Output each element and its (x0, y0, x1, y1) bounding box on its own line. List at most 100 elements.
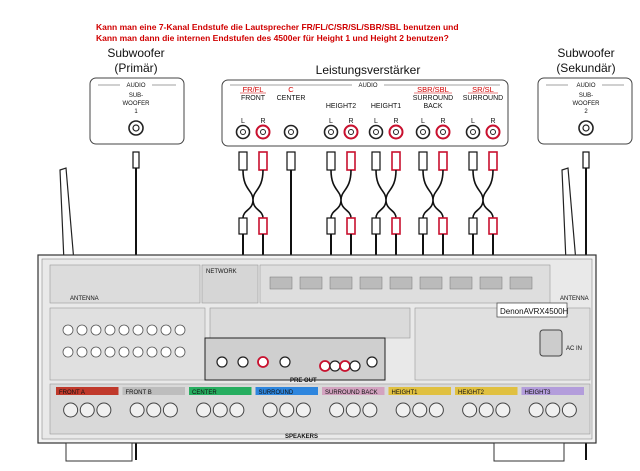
speaker-terminal (412, 402, 428, 418)
subwoofer-primary-label-3: 1 (134, 109, 138, 115)
speaker-terminal (462, 402, 478, 418)
amp-height1-r-label: R (393, 118, 398, 125)
amp-surround-back-label-2: BACK (423, 103, 442, 110)
speaker-section-label: HEIGHT2 (458, 390, 485, 396)
speaker-section-surround: SURROUND (255, 387, 318, 418)
speaker-section-height3: HEIGHT3 (521, 387, 584, 418)
ac-inlet (539, 329, 563, 357)
speaker-terminal (279, 402, 295, 418)
digital-panel (209, 307, 411, 339)
amp-surround-back-l-label: L (421, 118, 425, 125)
antenna-panel (49, 264, 201, 304)
speaker-section-center: CENTER (189, 387, 252, 418)
subwoofer-secondary: Subwoofer (Sekundär) AUDIO SUB- WOOFER 2 (537, 46, 633, 145)
speaker-terminal (478, 402, 494, 418)
speaker-terminal (329, 402, 345, 418)
speaker-terminal (63, 402, 79, 418)
speaker-section-label: HEIGHT1 (392, 390, 419, 396)
amp-group-surround-back: SBR/SBL SURROUND BACK L R (413, 85, 453, 140)
right-panel (414, 307, 591, 381)
amplifier-title: Leistungsverstärker (316, 63, 421, 77)
amp-surround-red-label: SR/SL (472, 85, 494, 94)
amplifier-audio-label: AUDIO (358, 83, 377, 89)
speaker-terminal (395, 402, 411, 418)
subwoofer-secondary-label-1: SUB- (579, 93, 593, 99)
speaker-section-surround-back: SURROUND BACK (322, 387, 385, 418)
amp-group-center: C CENTER (277, 85, 306, 140)
receiver-preout-label: PRE OUT (290, 378, 317, 384)
speaker-terminal (146, 402, 162, 418)
speaker-section-label: CENTER (192, 390, 217, 396)
amp-group-height2: HEIGHT2 L R (323, 103, 359, 140)
question-line-2: Kann man dann die internen Endstufen des… (96, 33, 449, 43)
subwoofer-primary-audio-label: AUDIO (126, 83, 145, 89)
amp-front-label: FRONT (241, 95, 266, 102)
speaker-terminal (262, 402, 278, 418)
question-line-1: Kann man eine 7-Kanal Endstufe die Lauts… (96, 22, 459, 32)
speaker-terminal (212, 402, 228, 418)
amp-center-red-label: C (288, 85, 294, 94)
receiver-ac-in-label: AC IN (566, 346, 582, 352)
receiver-network-label: NETWORK (206, 269, 237, 275)
speaker-section-label: SURROUND (259, 390, 294, 396)
speaker-terminal (561, 402, 577, 418)
speaker-terminal (295, 402, 311, 418)
amp-front-red-label: FR/FL (243, 85, 264, 94)
amp-surround-back-label-1: SURROUND (413, 95, 453, 102)
amp-surround-label: SURROUND (463, 95, 503, 102)
receiver-model-label: DenonAVRX4500H (500, 307, 569, 316)
receiver-antenna-right-label: ANTENNA (560, 296, 589, 302)
network-panel (201, 264, 259, 304)
speaker-section-height2: HEIGHT2 (455, 387, 518, 418)
analog-inputs-panel (49, 307, 206, 381)
subwoofer-primary: Subwoofer (Primär) AUDIO SUB- WOOFER 1 (89, 46, 185, 145)
subwoofer-secondary-title: Subwoofer (557, 46, 614, 60)
subwoofer-primary-jack (128, 120, 144, 136)
speaker-terminal (362, 402, 378, 418)
speaker-section-label: SURROUND BACK (325, 390, 378, 396)
speaker-terminal (129, 402, 145, 418)
subwoofer-primary-label-2: WOOFER (123, 101, 151, 107)
speaker-terminal (196, 402, 212, 418)
speaker-section-label: FRONT A (59, 390, 85, 396)
speaker-terminal (528, 402, 544, 418)
speaker-terminal-row: FRONT A FRONT B CENTER SURROUND SURROUND BAC… (49, 383, 591, 435)
speaker-terminal (495, 402, 511, 418)
amp-center-label: CENTER (277, 95, 306, 102)
receiver-antenna-left-label: ANTENNA (70, 296, 99, 302)
speaker-terminal (229, 402, 245, 418)
subwoofer-secondary-label-2: WOOFER (573, 101, 601, 107)
receiver: ANTENNA NETWORK ANTENNA PRE OUT (37, 254, 597, 462)
amp-group-front: FR/FL FRONT L R (235, 85, 271, 140)
subwoofer-primary-box (89, 77, 185, 145)
receiver-speakers-label: SPEAKERS (285, 434, 318, 440)
subwoofer-primary-label-1: SUB- (129, 93, 143, 99)
amp-height2-r-label: R (348, 118, 353, 125)
speaker-terminal (96, 402, 112, 418)
amp-height2-l-label: L (329, 118, 333, 125)
subwoofer-secondary-subtitle: (Sekundär) (556, 61, 615, 75)
subwoofer-secondary-box (537, 77, 633, 145)
speaker-section-front-a: FRONT A (56, 387, 119, 418)
speaker-terminal (545, 402, 561, 418)
amp-surround-back-r-label: R (440, 118, 445, 125)
speaker-terminal (162, 402, 178, 418)
pre-out-jacks (216, 356, 378, 372)
subwoofer-primary-title: Subwoofer (107, 46, 164, 60)
amp-height1-l-label: L (374, 118, 378, 125)
amp-height2-label: HEIGHT2 (326, 103, 356, 110)
amp-surround-back-red-label: SBR/SBL (417, 85, 449, 94)
speaker-section-label: HEIGHT3 (525, 390, 552, 396)
amp-group-height1: HEIGHT1 L R (368, 103, 404, 140)
subwoofer-secondary-jack (578, 120, 594, 136)
amp-surround-r-label: R (490, 118, 495, 125)
speaker-section-front-b: FRONT B (122, 387, 185, 418)
model-label-box (496, 302, 568, 318)
receiver-foot-left (65, 442, 133, 462)
power-amplifier: Leistungsverstärker AUDIO FR/FL FRONT L … (221, 63, 509, 147)
receiver-foot-right (493, 442, 565, 462)
subwoofer-secondary-audio-label: AUDIO (576, 83, 595, 89)
amp-surround-l-label: L (471, 118, 475, 125)
amp-front-r-label: R (260, 118, 265, 125)
